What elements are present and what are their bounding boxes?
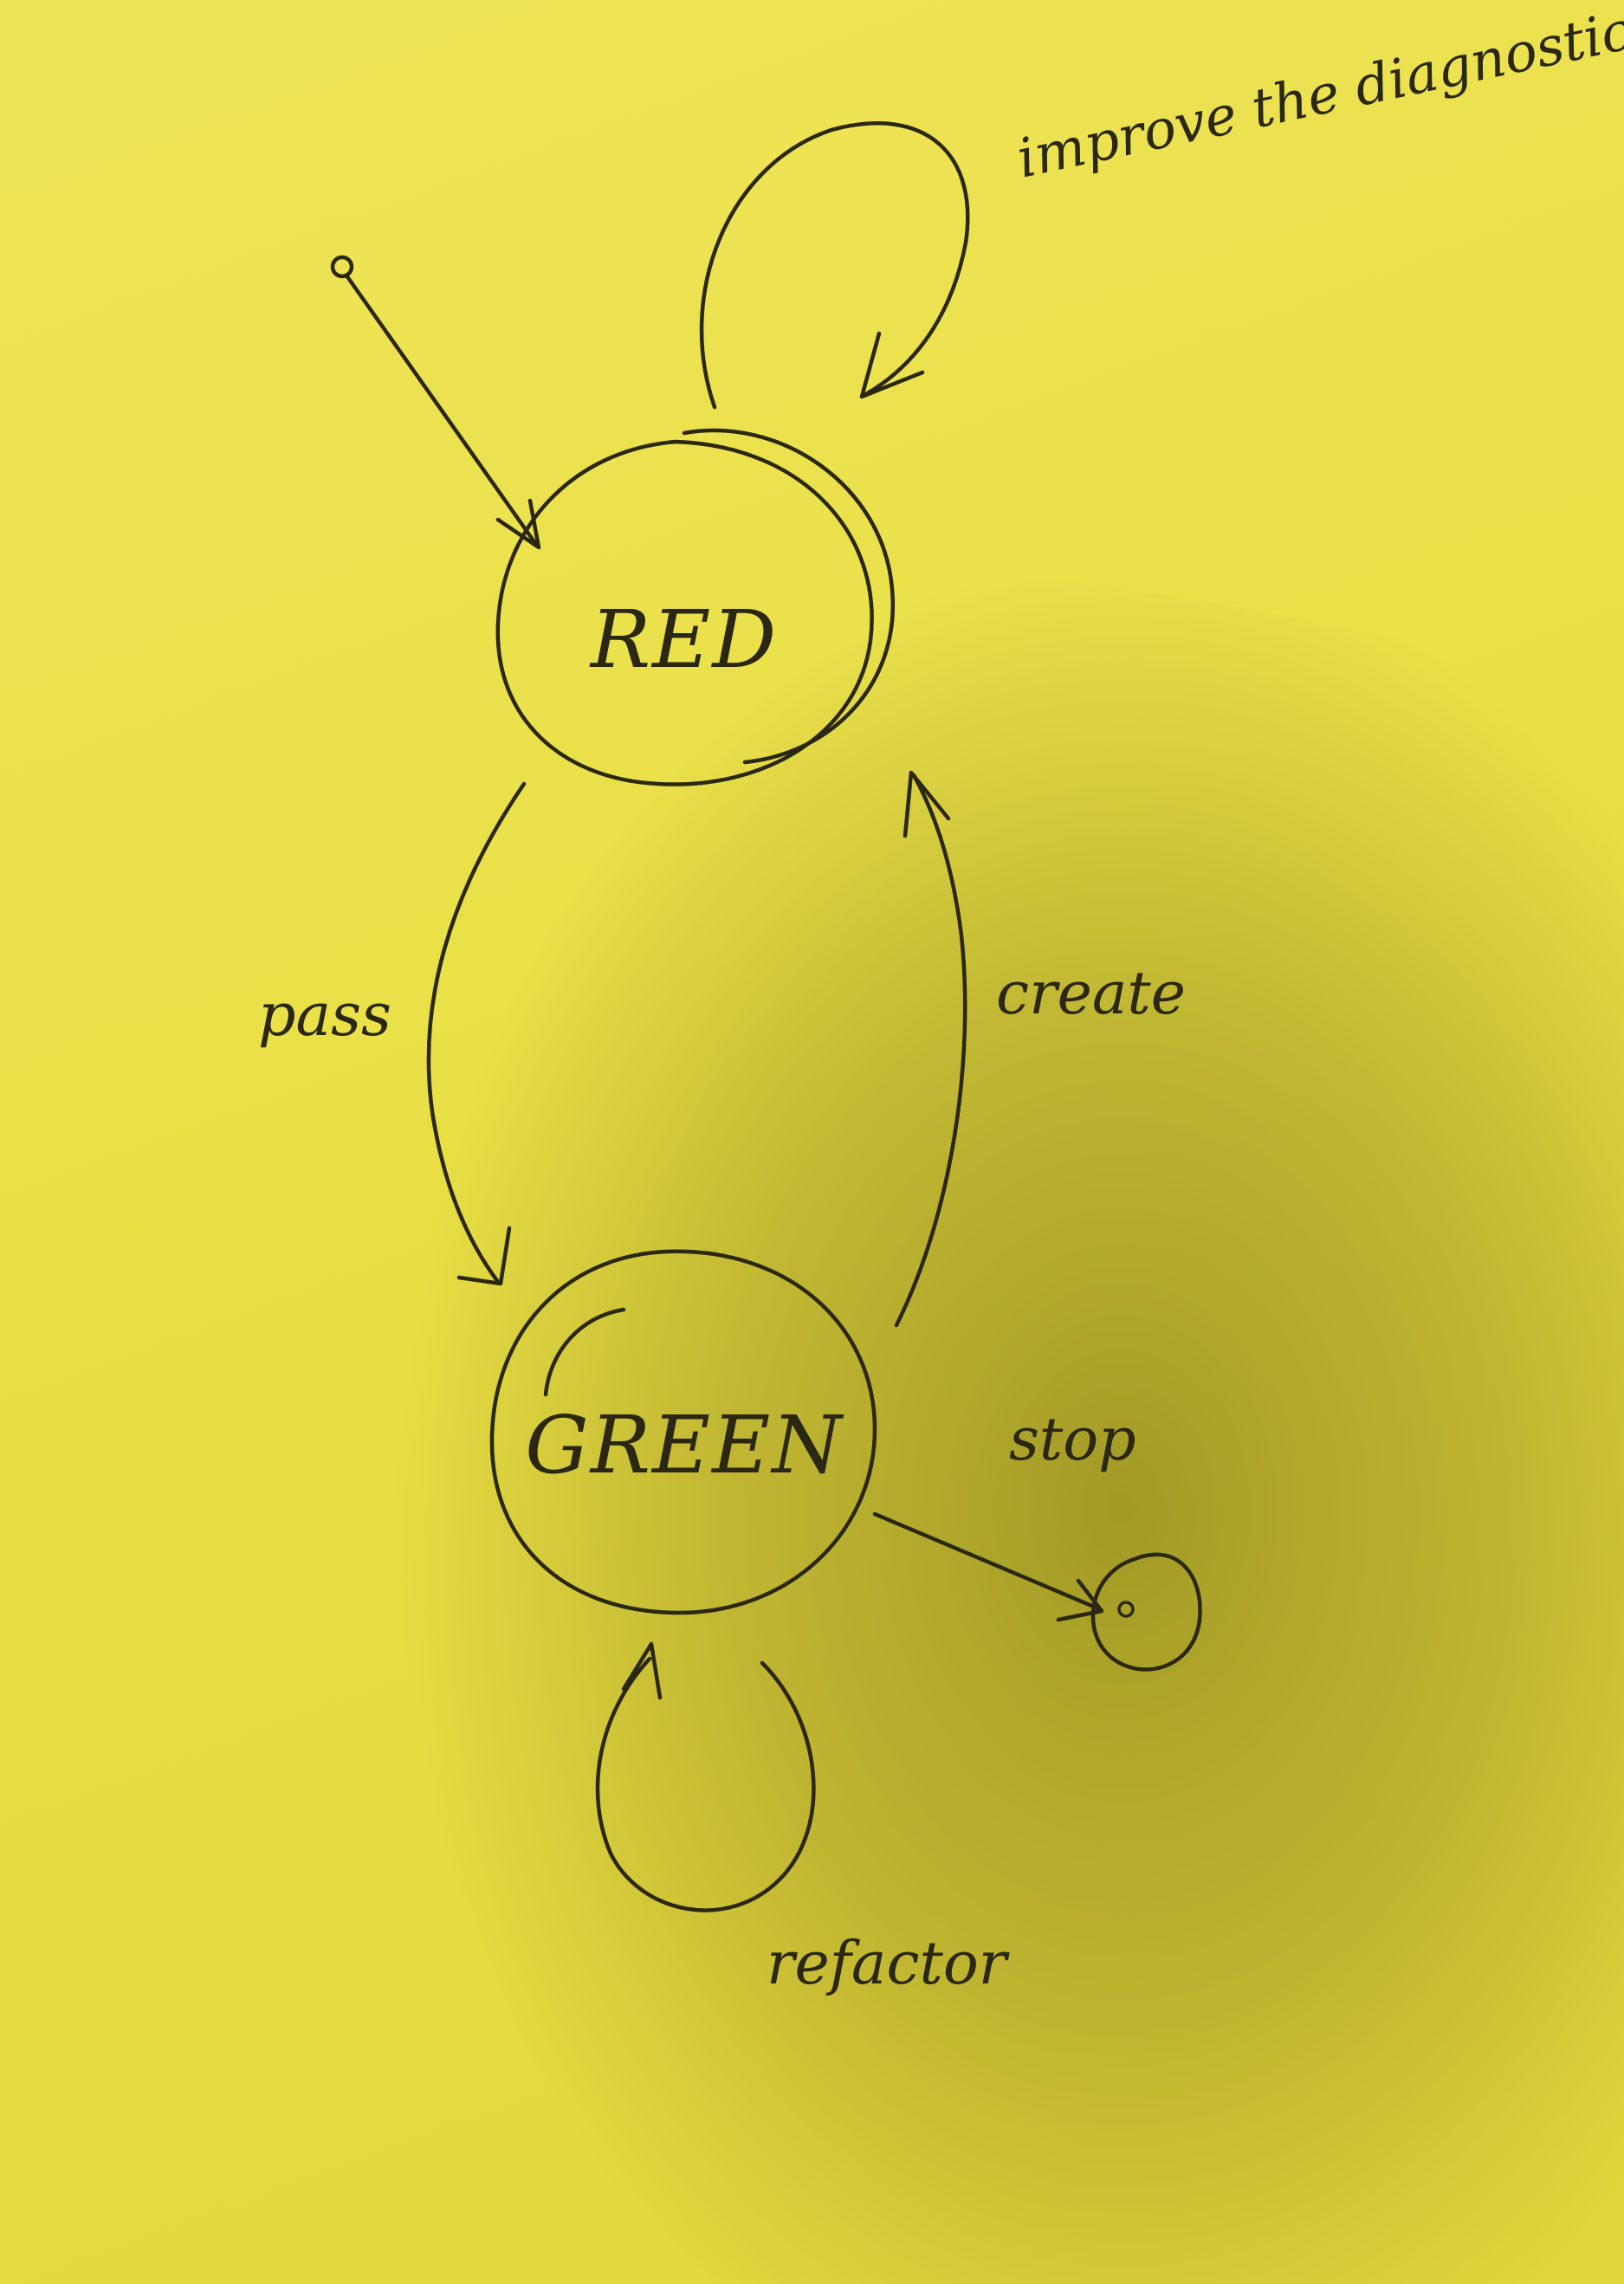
transition-red-self: improve the diagnostic	[699, 0, 1624, 410]
transition-red-to-green: pass	[258, 781, 527, 1286]
transition-green-to-red-label: create	[996, 960, 1186, 1028]
final-state	[1090, 1552, 1202, 1672]
state-red: RED	[495, 428, 896, 786]
state-green: GREEN	[489, 1249, 877, 1615]
state-green-label: GREEN	[525, 1399, 844, 1491]
initial-arrow	[344, 273, 541, 550]
transition-green-to-final-label: stop	[1009, 1406, 1136, 1474]
transition-red-to-green-label: pass	[258, 981, 391, 1050]
state-red-label: RED	[589, 593, 778, 686]
initial-state	[330, 255, 354, 279]
transition-green-self-label: refactor	[767, 1930, 1010, 1998]
transition-green-to-red: create	[894, 770, 1186, 1328]
transition-green-to-final: stop	[872, 1406, 1136, 1622]
transition-green-self: refactor	[595, 1641, 1010, 1998]
transition-red-self-label: improve the diagnostic	[1012, 0, 1624, 191]
